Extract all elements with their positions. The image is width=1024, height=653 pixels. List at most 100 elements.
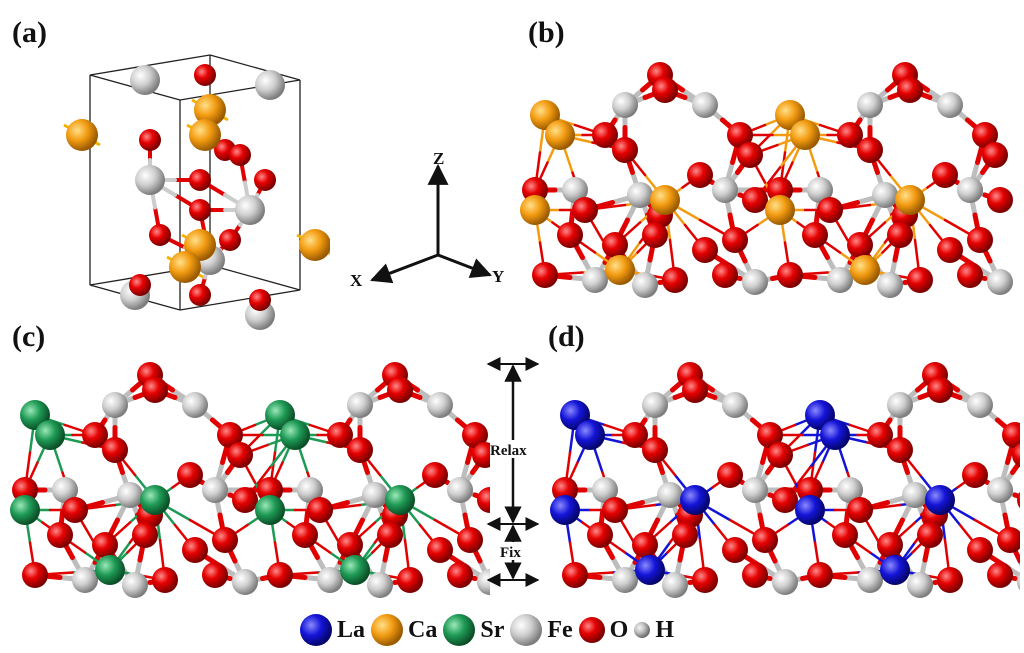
legend-item-fe: Fe [508,612,573,648]
ca-atom [66,119,98,151]
fe-atom [232,569,258,595]
o-atom [642,437,668,463]
o-atom [1002,422,1020,448]
o-atom [642,222,668,248]
fe-atom [807,177,833,203]
o-atom [202,562,228,588]
fe-atom [902,482,928,508]
slab-structure-ca [520,62,1013,298]
la-atom [795,495,825,525]
o-atom [562,562,588,588]
fe-atom [347,392,373,418]
o-atom [142,377,168,403]
o-atom [292,522,318,548]
sr-atom [10,495,40,525]
legend-label-fe: Fe [547,616,573,643]
fe-atom [612,92,638,118]
la-atom [575,420,605,450]
o-atom [832,522,858,548]
fe-atom [907,572,933,598]
fe-atom [857,567,883,593]
o-atom [337,532,363,558]
o-atom [217,422,243,448]
sr-atom [35,420,65,450]
y-axis-label: Y [492,267,504,286]
o-atom [602,232,628,258]
o-atom [377,522,403,548]
fe-atom [427,392,453,418]
o-atom [662,267,688,293]
panel-label-b: (b) [528,16,565,49]
o-atom [737,142,763,168]
fe-atom [877,272,903,298]
ca-atom [520,195,550,225]
fe-atom [827,267,853,293]
o-atom [462,422,488,448]
ca-atom [850,255,880,285]
o-atom [612,137,638,163]
relax-fix-indicator: Relax Fix [486,357,540,587]
legend-item-o: O [577,615,628,645]
element-legend: La Ca Sr Fe O H [298,610,678,650]
o-atom [557,222,583,248]
legend-label-la: La [337,616,366,643]
o-atom [717,462,743,488]
o-atom [987,562,1013,588]
o-atom [182,537,208,563]
panel-label-d: (d) [548,320,585,353]
fe-atom [367,572,393,598]
o-atom [757,422,783,448]
fe-atom [447,477,473,503]
fe-atom [887,392,913,418]
ca-atom [189,119,221,151]
o-atom [907,267,933,293]
relax-label: Relax [490,443,527,459]
fe-atom [317,567,343,593]
o-atom [887,437,913,463]
sr-atom [255,495,285,525]
fe-atom [742,269,768,295]
o-atom [189,199,211,221]
o-atom [149,224,171,246]
o-atom [587,522,613,548]
o-atom [397,567,423,593]
o-atom [987,187,1013,213]
ca-atom [545,120,575,150]
fe-atom [202,477,228,503]
ca-atom-icon [371,614,404,646]
o-atom [82,422,108,448]
o-atom [267,562,293,588]
o-atom [447,562,473,588]
panel-label-a: (a) [12,16,47,49]
fe-atom [937,92,963,118]
o-atom [727,122,753,148]
slab-structure-sr [10,362,490,598]
o-atom [427,537,453,563]
o-atom [254,169,276,191]
fe-atom [122,572,148,598]
o-atom [132,522,158,548]
o-atom [867,422,893,448]
o-atom [897,77,923,103]
fe-atom-icon [510,614,543,646]
fe-atom [657,482,683,508]
h-atom [135,165,165,195]
o-atom [712,262,738,288]
fe-atom [52,477,78,503]
o-atom [692,237,718,263]
o-atom [422,462,448,488]
o-atom [457,527,483,553]
o-atom [622,422,648,448]
o-atom [219,229,241,251]
o-atom [972,122,998,148]
fe-atom [632,272,658,298]
o-atom [189,169,211,191]
o-atom [742,562,768,588]
o-atom [62,497,88,523]
fe-atom [857,92,883,118]
ca-atom [895,185,925,215]
o-atom [152,567,178,593]
la-atom [680,485,710,515]
o-atom [129,274,151,296]
panel-label-c: (c) [12,320,46,353]
